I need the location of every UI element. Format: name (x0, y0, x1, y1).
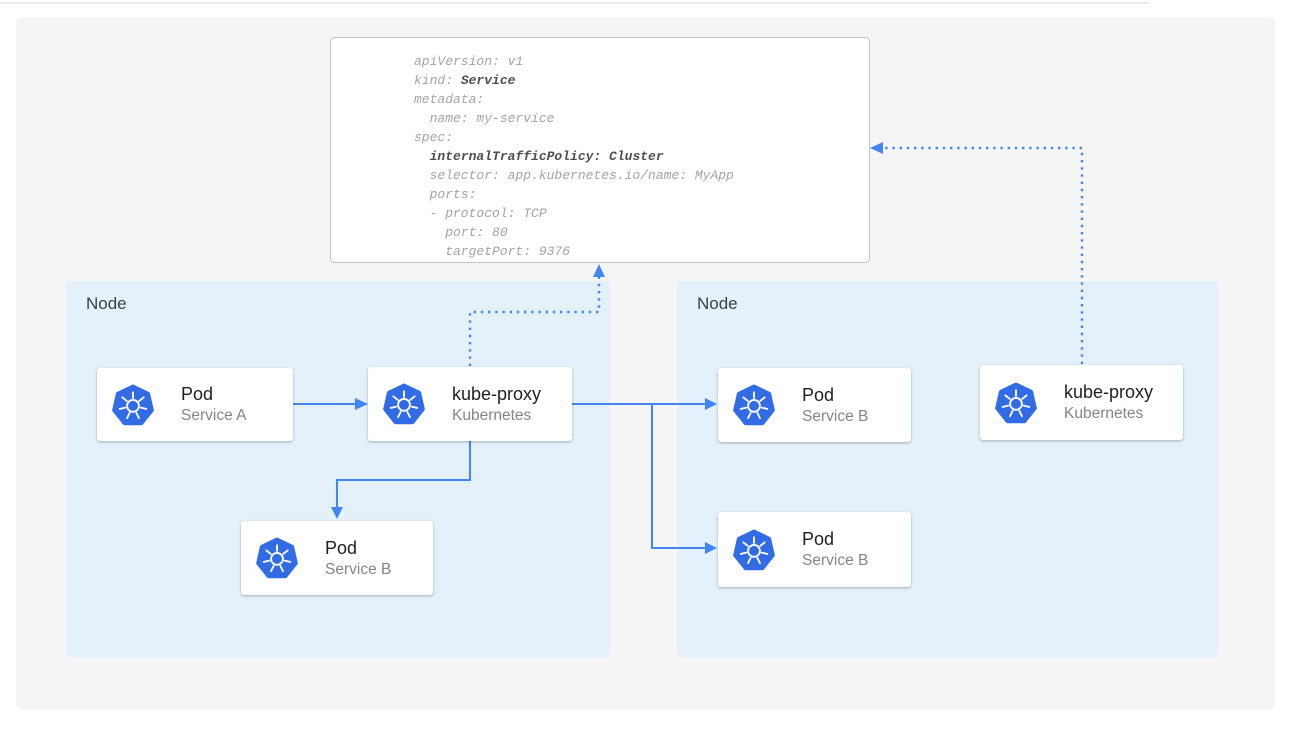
kubernetes-icon (732, 528, 776, 572)
pod-card-service-b-right-top: Pod Service B (718, 368, 911, 442)
node-left-panel: Node (66, 281, 610, 658)
diagram-panel: apiVersion: v1 kind: Service metadata: nam… (16, 17, 1275, 710)
card-title: Pod (181, 384, 214, 404)
kubernetes-icon (111, 383, 155, 427)
dotted-arrowhead-left-kube-proxy-to-yaml (593, 264, 605, 277)
card-subtitle: Kubernetes (452, 406, 532, 424)
pod-card-service-b-right-bottom: Pod Service B (718, 512, 911, 587)
yaml-line: kind: Service (414, 73, 516, 88)
pod-card-service-a: Pod Service A (97, 368, 293, 441)
yaml-code: apiVersion: v1 kind: Service metadata: nam… (331, 38, 869, 261)
yaml-line: port: 80 (414, 225, 508, 240)
card-title: Pod (802, 384, 835, 405)
card-subtitle: Service B (802, 552, 869, 569)
card-subtitle: Service B (325, 560, 392, 578)
kubernetes-icon (382, 382, 426, 426)
yaml-line: spec: (414, 130, 454, 145)
node-left-label: Node (86, 294, 127, 313)
page-top-divider (0, 2, 1150, 4)
yaml-line: apiVersion: v1 (414, 54, 524, 69)
card-title: kube-proxy (452, 383, 542, 404)
node-right-label: Node (697, 294, 738, 313)
kube-proxy-card-left: kube-proxy Kubernetes (368, 367, 572, 441)
pod-card-service-b-left: Pod Service B (241, 521, 433, 595)
card-title: Pod (325, 537, 358, 558)
card-title: kube-proxy (1064, 382, 1154, 402)
yaml-line: - protocol: TCP (414, 206, 547, 221)
card-subtitle: Kubernetes (1064, 405, 1144, 422)
yaml-line: ports: (414, 187, 477, 202)
kubernetes-icon (732, 383, 776, 427)
kubernetes-icon (994, 381, 1038, 425)
yaml-line: targetPort: 9376 (414, 244, 571, 259)
card-subtitle: Service A (181, 407, 247, 424)
yaml-line: internalTrafficPolicy: Cluster (429, 149, 664, 164)
yaml-line: selector: app.kubernetes.io/name: MyApp (414, 168, 734, 183)
kube-proxy-card-right: kube-proxy Kubernetes (980, 365, 1183, 440)
service-yaml-box: apiVersion: v1 kind: Service metadata: nam… (330, 37, 870, 263)
yaml-line: name: my-service (414, 111, 555, 126)
node-right-panel: Node (677, 281, 1218, 658)
kubernetes-icon (255, 536, 299, 580)
yaml-line: metadata: (414, 92, 485, 107)
card-title: Pod (802, 529, 835, 549)
dotted-arrowhead-right-kube-proxy-to-yaml (870, 142, 883, 154)
card-subtitle: Service B (802, 407, 869, 425)
